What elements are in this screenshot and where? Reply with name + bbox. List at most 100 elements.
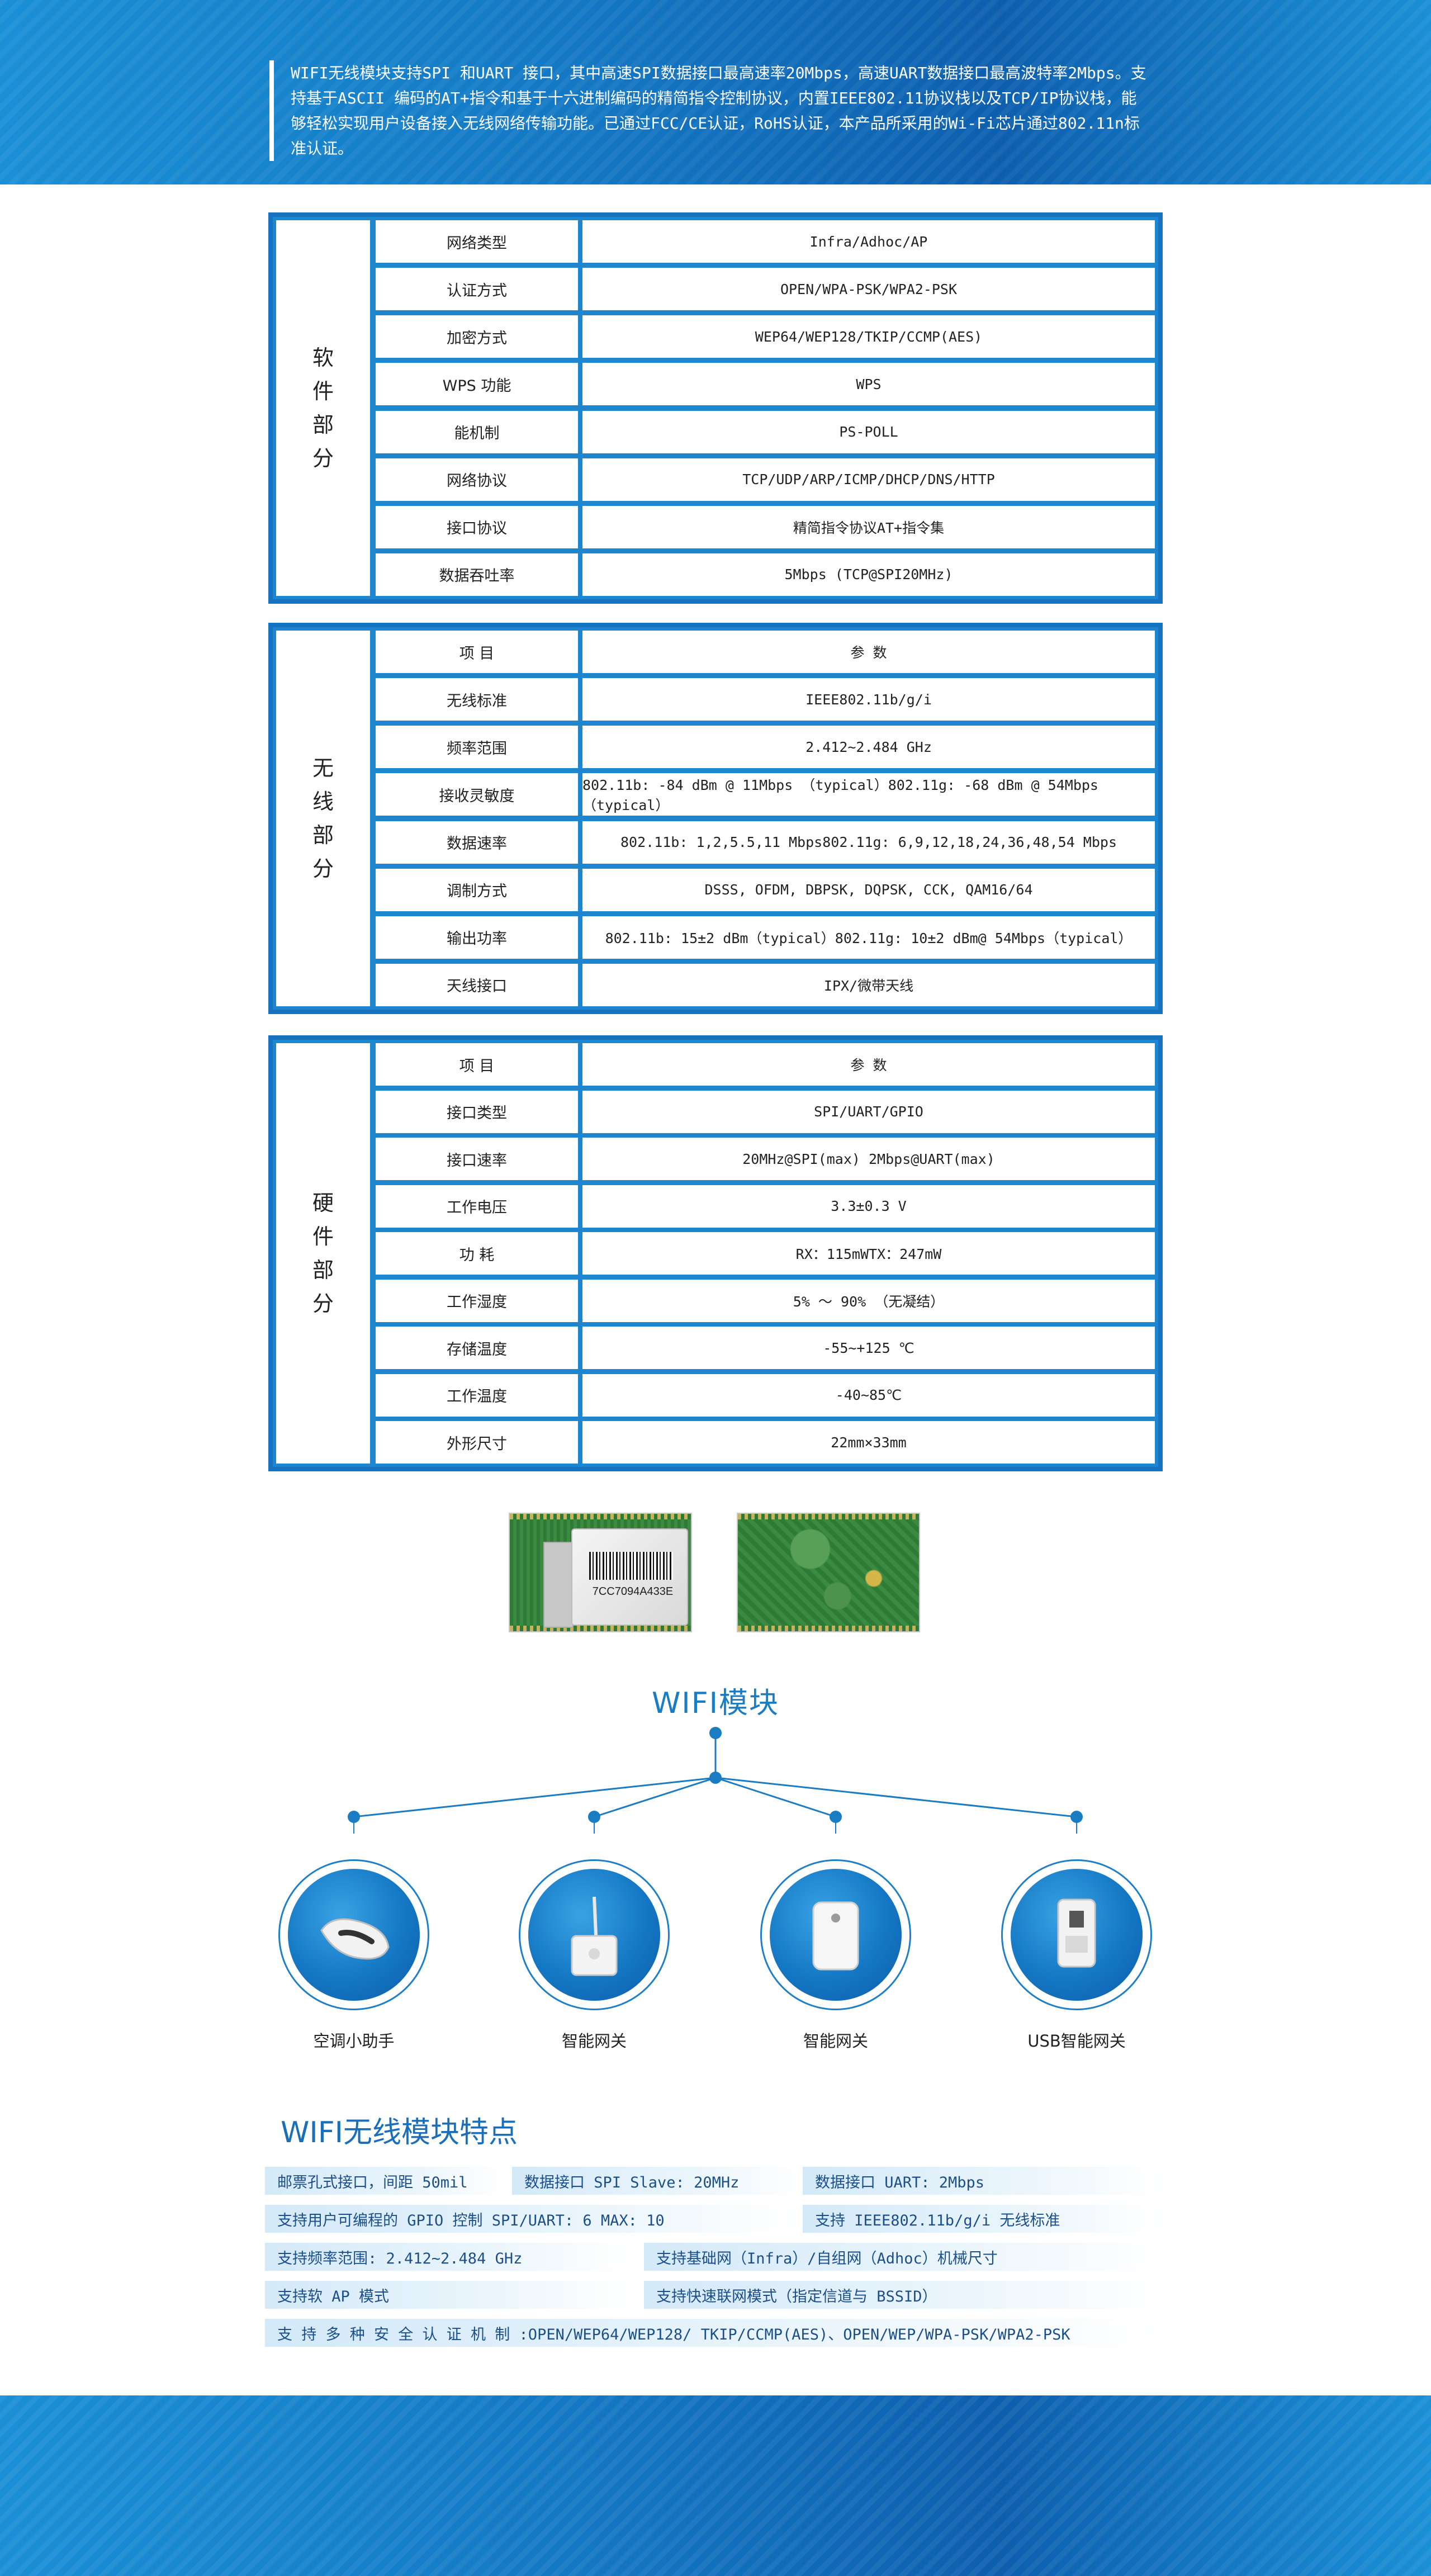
table-row: 工作温度-40~85℃	[376, 1374, 1155, 1417]
intro-paragraph: WIFI无线模块支持SPI 和UART 接口，其中高速SPI数据接口最高速率20…	[269, 60, 1152, 161]
row-name: 输出功率	[376, 916, 578, 959]
row-name: 加密方式	[376, 315, 578, 358]
row-value: Infra/Adhoc/AP	[582, 220, 1155, 263]
row-value: 802.11b: 1,2,5.5,11 Mbps802.11g: 6,9,12,…	[582, 821, 1155, 864]
row-value: DSSS, OFDM, DBPSK, DQPSK, CCK, QAM16/64	[582, 868, 1155, 911]
row-name: 能机制	[376, 410, 578, 453]
row-value: -40~85℃	[582, 1374, 1155, 1417]
module-back-image	[737, 1513, 920, 1632]
row-name: 外形尺寸	[376, 1421, 578, 1464]
row-name: 接收灵敏度	[376, 773, 578, 816]
row-value: TCP/UDP/ARP/ICMP/DHCP/DNS/HTTP	[582, 458, 1155, 501]
row-name: 工作湿度	[376, 1279, 578, 1322]
row-name: 接口协议	[376, 505, 578, 548]
row-name: WPS 功能	[376, 363, 578, 406]
row-value: WPS	[582, 363, 1155, 406]
pcb-pads	[738, 1514, 919, 1519]
row-value: IPX/微带天线	[582, 963, 1155, 1006]
row-value: 2.412~2.484 GHz	[582, 726, 1155, 769]
row-value: -55~+125 ℃	[582, 1327, 1155, 1369]
pcb-pads	[510, 1514, 691, 1519]
row-name: 网络协议	[376, 458, 578, 501]
feature-item: 支持频率范围: 2.412~2.484 GHz	[265, 2243, 628, 2271]
row-value: 20MHz@SPI(max) 2Mbps@UART(max)	[582, 1138, 1155, 1180]
hardware-side-label: 硬件部分	[312, 1191, 334, 1316]
row-name: 频率范围	[376, 726, 578, 769]
header-name: 项 目	[376, 631, 578, 673]
header-value: 参 数	[582, 1043, 1155, 1086]
pcb-pads	[738, 1626, 919, 1631]
row-name: 工作温度	[376, 1374, 578, 1417]
feature-item: 支持软 AP 模式	[265, 2281, 628, 2309]
device-usb-gateway	[1001, 1859, 1152, 2010]
feature-item: 支持快速联网模式（指定信道与 BSSID）	[644, 2281, 1160, 2309]
row-value: 22mm×33mm	[582, 1421, 1155, 1464]
device-backdrop	[770, 1869, 902, 2001]
hardware-side-panel: 硬件部分	[276, 1043, 370, 1464]
device-label: 智能网关	[803, 2032, 868, 2051]
row-name: 接口速率	[376, 1138, 578, 1180]
device-backdrop	[1011, 1869, 1143, 2001]
device-tree-connector	[348, 1727, 1083, 1834]
feature-item: 数据接口 SPI Slave: 20MHz	[512, 2167, 803, 2195]
row-value: 3.3±0.3 V	[582, 1185, 1155, 1228]
pcb-background	[738, 1514, 919, 1631]
device-router	[519, 1859, 670, 2010]
row-name: 数据速率	[376, 821, 578, 864]
device-socket-gateway	[760, 1859, 911, 2010]
feature-item: 支 持 多 种 安 全 认 证 机 制 :OPEN/WEP64/WEP128/ …	[265, 2319, 1160, 2347]
pcb-pads	[510, 1626, 691, 1631]
row-value: 精简指令协议AT+指令集	[582, 505, 1155, 548]
software-side-panel: 软件部分	[276, 220, 370, 596]
row-name: 无线标准	[376, 678, 578, 721]
header-value: 参 数	[582, 631, 1155, 673]
wireless-side-label: 无线部分	[312, 756, 334, 881]
device-label: 空调小助手	[313, 2032, 395, 2051]
software-side-label: 软件部分	[312, 345, 334, 471]
row-value: PS-POLL	[582, 410, 1155, 453]
feature-item: 邮票孔式接口，间距 50mil	[265, 2167, 505, 2195]
wireless-side-panel: 无线部分	[276, 631, 370, 1006]
row-name: 数据吞吐率	[376, 553, 578, 596]
antenna-block	[543, 1542, 574, 1628]
header-banner	[0, 0, 1431, 184]
row-name: 调制方式	[376, 868, 578, 911]
footer-banner	[0, 2395, 1431, 2576]
ac-helper-icon	[320, 1918, 390, 1960]
module-serial: 7CC7094A433E	[592, 1585, 674, 1598]
device-label: 智能网关	[561, 2032, 627, 2051]
row-name: 存储温度	[376, 1327, 578, 1369]
device-backdrop	[288, 1869, 420, 2001]
row-value: 5Mbps (TCP@SPI20MHz)	[582, 553, 1155, 596]
feature-item: 支持用户可编程的 GPIO 控制 SPI/UART: 6 MAX: 10	[265, 2205, 796, 2233]
row-name: 天线接口	[376, 963, 578, 1006]
feature-item: 支持基础网（Infra）/自组网（Adhoc）机械尺寸	[644, 2243, 1160, 2271]
feature-item: 数据接口 UART: 2Mbps	[803, 2167, 1160, 2195]
feature-item: 支持 IEEE802.11b/g/i 无线标准	[803, 2205, 1160, 2233]
wifi-module-title: WIFI模块	[652, 1687, 779, 1720]
row-value: SPI/UART/GPIO	[582, 1090, 1155, 1133]
row-name: 网络类型	[376, 220, 578, 263]
row-value: WEP64/WEP128/TKIP/CCMP(AES)	[582, 315, 1155, 358]
module-front-image: 7CC7094A433E	[509, 1513, 692, 1632]
row-name: 功 耗	[376, 1232, 578, 1275]
